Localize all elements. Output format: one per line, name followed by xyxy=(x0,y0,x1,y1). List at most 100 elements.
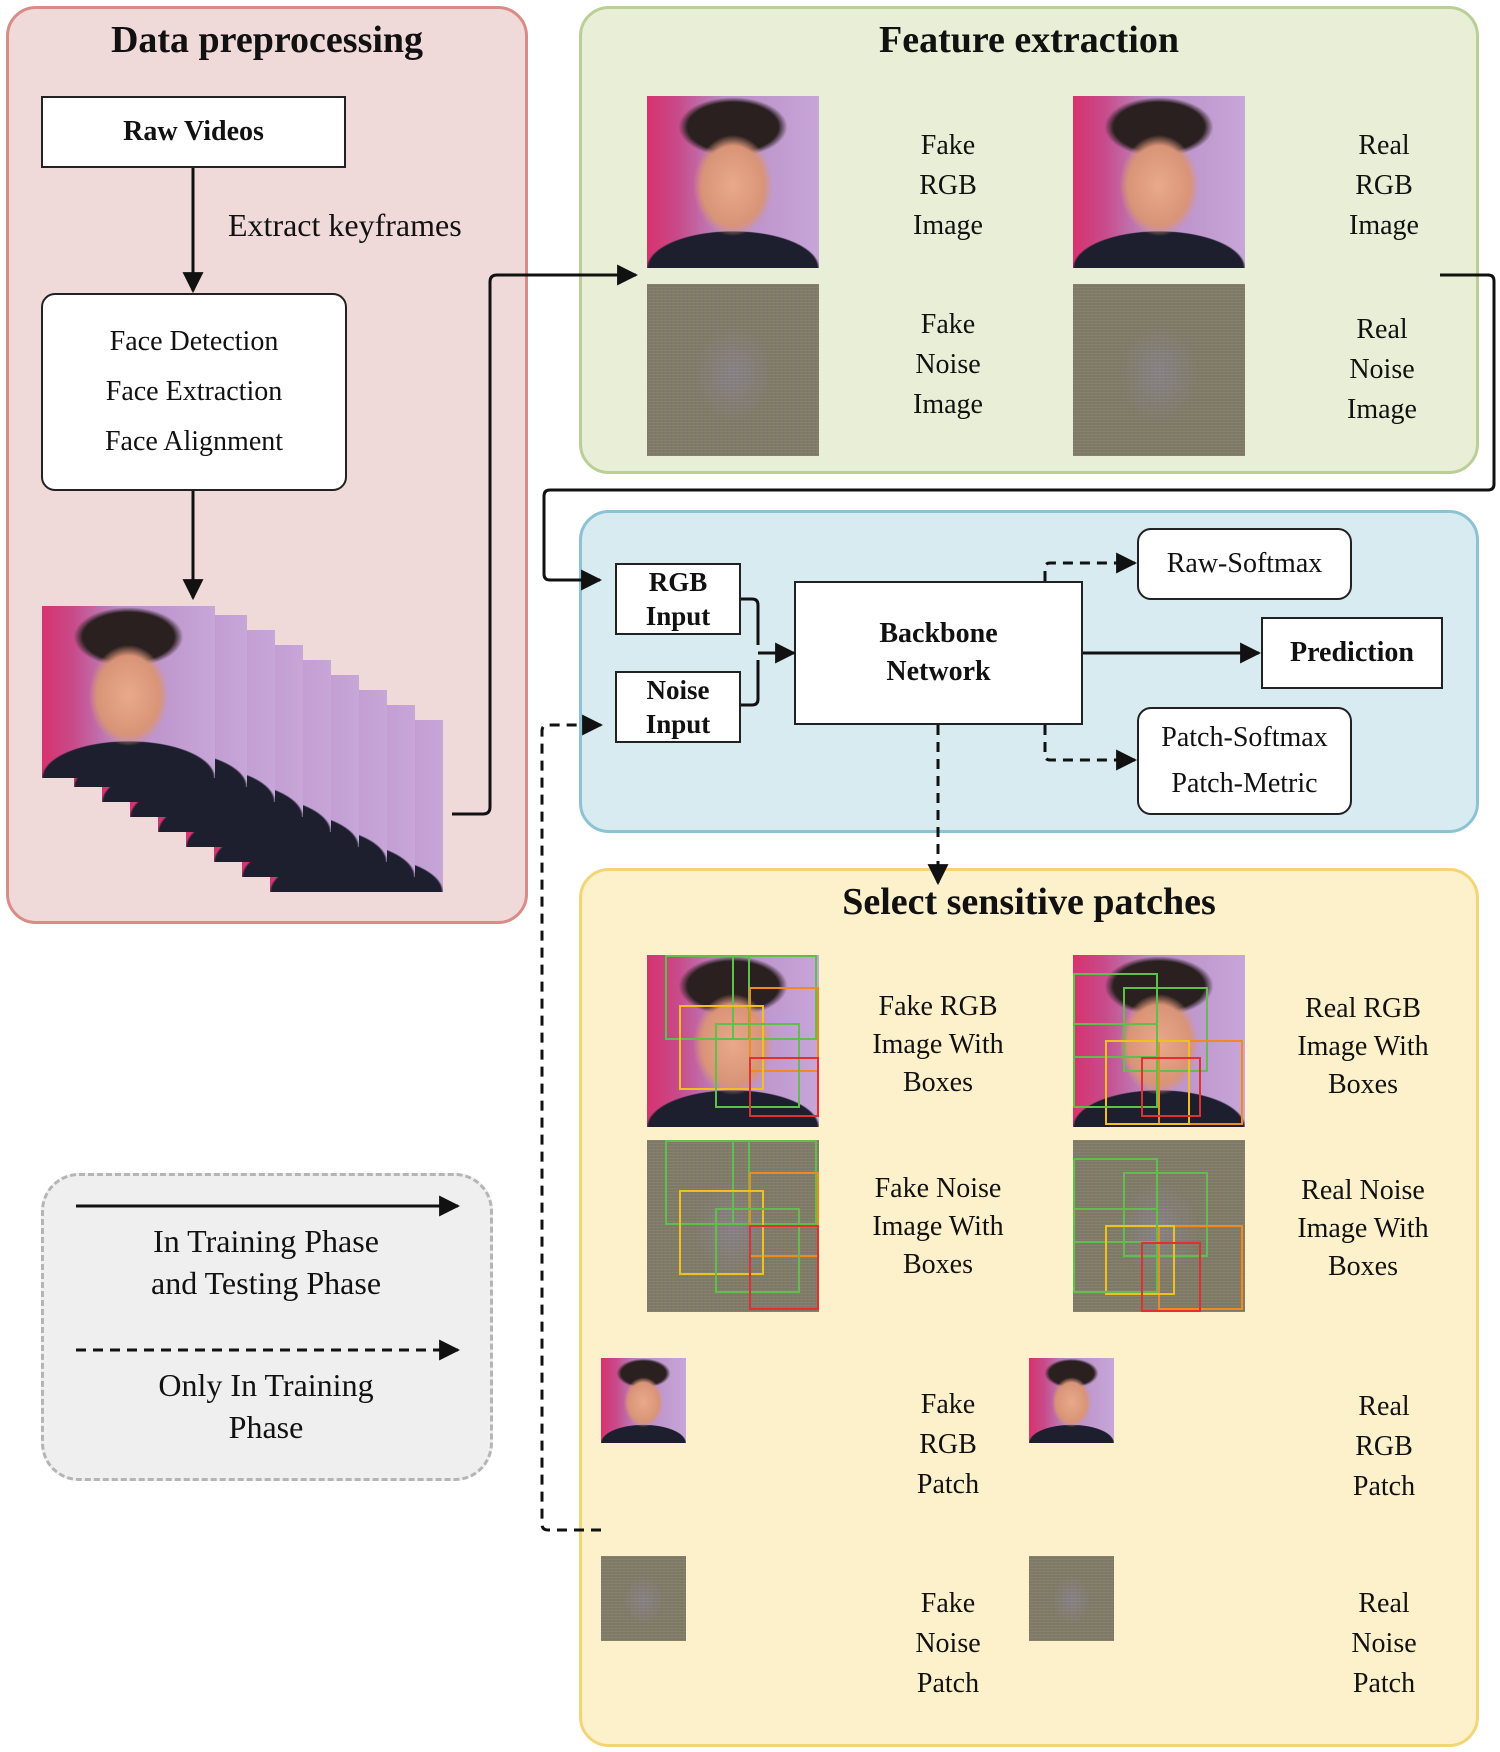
label-line: Noise xyxy=(915,1628,981,1659)
label-line: Image With xyxy=(872,1029,1004,1060)
label-line: Image xyxy=(913,389,983,420)
label-line: Noise xyxy=(646,675,710,705)
real-rgb-image-with-boxes xyxy=(1073,955,1245,1127)
patch-box xyxy=(749,1172,819,1257)
label-line: Fake xyxy=(920,1588,976,1619)
face-detection-text: Face Detection xyxy=(109,326,279,357)
feature-extraction-title: Feature extraction xyxy=(878,19,1179,61)
real-rgb-boxes-label: Real RGB Image With Boxes xyxy=(1273,990,1453,1104)
label-line: Patch-Softmax xyxy=(1161,722,1328,753)
real-noise-image-label: Real Noise Image xyxy=(1292,310,1472,430)
real-noise-boxes-label: Real Noise Image With Boxes xyxy=(1273,1172,1453,1286)
label-line: Image With xyxy=(1297,1031,1429,1062)
real-rgb-patch-grid xyxy=(1029,1358,1292,1532)
patch-box xyxy=(715,1023,800,1108)
patch-box xyxy=(1105,1040,1190,1125)
label-line: Phase xyxy=(228,1409,304,1445)
raw-softmax-box: Raw-Softmax xyxy=(1137,528,1352,600)
legend-solid-label: In Training Phase and Testing Phase xyxy=(56,1220,476,1304)
label-line: RGB xyxy=(919,1429,977,1460)
patch-box xyxy=(1158,1040,1243,1125)
label-line: Noise xyxy=(915,349,981,380)
prediction-box: Prediction xyxy=(1261,617,1443,689)
patch-box xyxy=(1073,1158,1158,1243)
fake-noise-patch-label: Fake Noise Patch xyxy=(858,1584,1038,1704)
patch-box xyxy=(732,955,817,1040)
face-processing-box: Face Detection Face Extraction Face Alig… xyxy=(41,293,347,491)
label-line: Patch xyxy=(916,1668,980,1699)
preprocessing-title: Data preprocessing xyxy=(110,19,424,61)
real-rgb-image xyxy=(1073,96,1245,268)
legend-dashed-label: Only In Training Phase xyxy=(56,1364,476,1448)
label-line: Image xyxy=(1349,210,1419,241)
fake-noise-image-label: Fake Noise Image xyxy=(858,305,1038,425)
label-line: Input xyxy=(645,709,711,739)
label-line: Image With xyxy=(872,1211,1004,1242)
rgb-input-box: RGB Input xyxy=(615,563,741,635)
label-line: Patch xyxy=(1352,1668,1416,1699)
keyframe-image xyxy=(42,606,215,778)
label-line: Patch xyxy=(916,1469,980,1500)
backbone-network-box: Backbone Network xyxy=(794,581,1083,725)
patch-box xyxy=(749,987,819,1072)
fake-noise-boxes-label: Fake Noise Image With Boxes xyxy=(848,1170,1028,1284)
patch-box xyxy=(1123,1172,1208,1257)
label-line: Image xyxy=(1347,394,1417,425)
label-line: Network xyxy=(886,656,991,687)
patch-box xyxy=(1141,1242,1201,1312)
patch-softmax-metric-box: Patch-Softmax Patch-Metric xyxy=(1137,707,1352,815)
label-line: Only In Training xyxy=(158,1367,374,1403)
label-line: In Training Phase xyxy=(153,1223,379,1259)
label-line: Fake xyxy=(920,1389,976,1420)
label-line: Real xyxy=(1358,130,1410,161)
patch-tile xyxy=(1029,1556,1114,1641)
label-line: Boxes xyxy=(903,1067,973,1098)
label-line: Fake xyxy=(920,309,976,340)
label-line: Boxes xyxy=(903,1249,973,1280)
patch-box xyxy=(1073,1208,1158,1293)
label-line: Fake xyxy=(920,130,976,161)
label-line: Real RGB xyxy=(1305,993,1421,1024)
noise-input-box: Noise Input xyxy=(615,671,741,743)
patch-box xyxy=(1141,1057,1201,1117)
fake-rgb-patch-label: Fake RGB Patch xyxy=(858,1385,1038,1505)
patch-tile xyxy=(601,1358,686,1443)
fake-rgb-boxes-label: Fake RGB Image With Boxes xyxy=(848,988,1028,1102)
patch-box xyxy=(715,1208,800,1293)
fake-noise-image xyxy=(647,284,819,456)
patch-box xyxy=(679,1005,764,1090)
label-line: Real Noise xyxy=(1301,1175,1425,1206)
patch-box xyxy=(749,1057,819,1117)
label-line: Fake RGB xyxy=(878,991,998,1022)
label-line: Fake Noise xyxy=(874,1173,1002,1204)
face-alignment-text: Face Alignment xyxy=(104,426,284,457)
label-line: Backbone xyxy=(879,618,998,649)
label-line: Image xyxy=(913,210,983,241)
patch-box xyxy=(1073,973,1158,1058)
label-line: RGB xyxy=(1355,1431,1413,1462)
raw-videos-box: Raw Videos xyxy=(41,96,346,168)
fake-rgb-image xyxy=(647,96,819,268)
real-noise-image-with-boxes xyxy=(1073,1140,1245,1312)
label-line: Real xyxy=(1356,314,1408,345)
patch-tile xyxy=(601,1556,686,1641)
real-noise-patch-label: Real Noise Patch xyxy=(1294,1584,1474,1704)
patch-box xyxy=(679,1190,764,1275)
label-line: Noise xyxy=(1351,1628,1417,1659)
fake-rgb-patch-grid xyxy=(601,1358,864,1532)
label-line: Patch xyxy=(1352,1471,1416,1502)
select-patches-title: Select sensitive patches xyxy=(842,881,1216,923)
label-line: Real xyxy=(1358,1391,1410,1422)
patch-box xyxy=(732,1140,817,1225)
label-line: Boxes xyxy=(1328,1251,1398,1282)
patch-box xyxy=(1073,1023,1158,1108)
label-line: Patch-Metric xyxy=(1171,768,1318,799)
label-line: Image With xyxy=(1297,1213,1429,1244)
label-line: RGB xyxy=(648,567,708,597)
label-line: Input xyxy=(645,601,711,631)
real-rgb-image-label: Real RGB Image xyxy=(1294,126,1474,246)
label-line: Noise xyxy=(1349,354,1415,385)
label-line: Real xyxy=(1358,1588,1410,1619)
extract-keyframes-label: Extract keyframes xyxy=(228,207,462,243)
patch-box xyxy=(1105,1225,1175,1295)
